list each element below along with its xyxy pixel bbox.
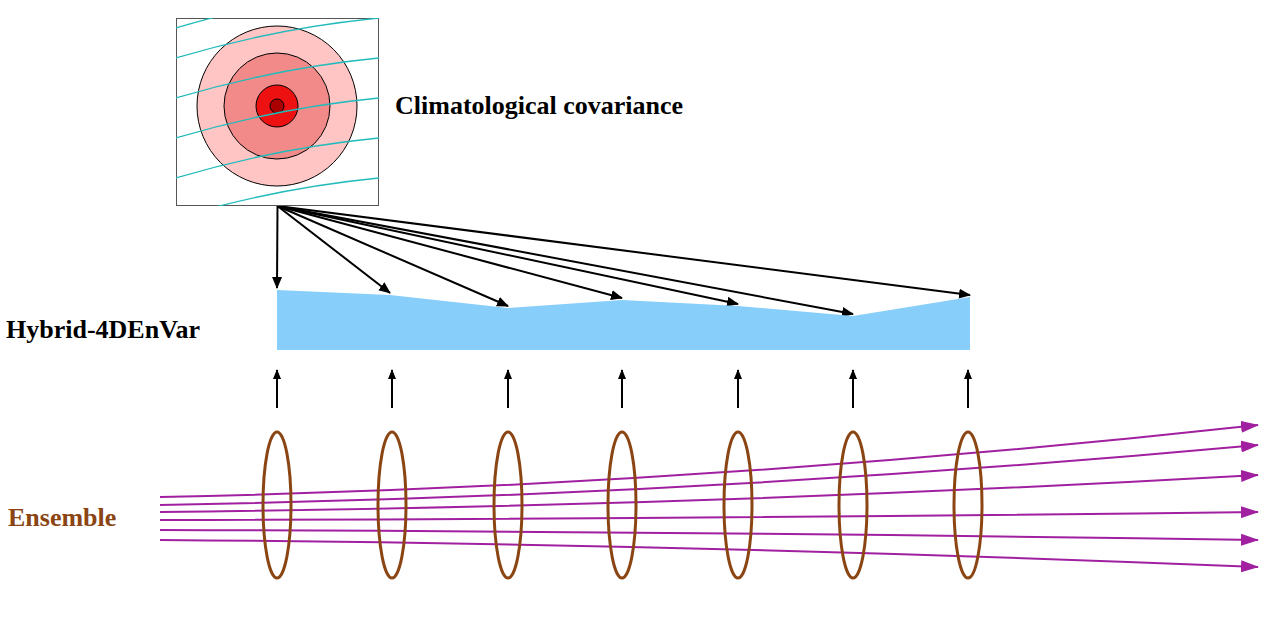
ensemble-ellipses	[263, 432, 982, 578]
ensemble-label: Ensemble	[8, 503, 116, 533]
ensemble-trajectories	[160, 425, 1258, 567]
covariance-panel: Climatological covariance	[176, 18, 687, 206]
band-shape	[277, 283, 977, 353]
ensemble-input-arrows	[277, 370, 968, 408]
node-label: Hybrid-4DEnVar	[6, 315, 200, 345]
covariance-picture	[176, 18, 379, 206]
node-label: Climatological covariance	[395, 91, 683, 121]
analysis-band: Hybrid-4DEnVar	[0, 283, 975, 353]
